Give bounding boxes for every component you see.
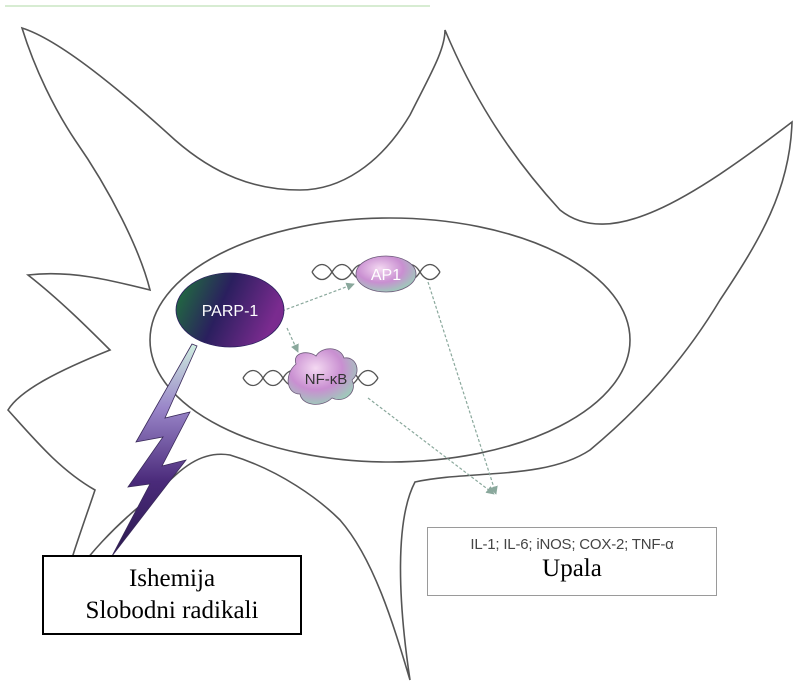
trigger-box: Ishemija Slobodni radikali xyxy=(42,555,302,635)
mediators-list: IL-1; IL-6; iNOS; COX-2; TNF-α xyxy=(428,536,716,553)
ap1-node: AP1 xyxy=(356,256,416,292)
parp1-node: PARP-1 xyxy=(176,273,284,347)
parp1-label: PARP-1 xyxy=(202,303,259,320)
trigger-line-1: Ishemija xyxy=(44,563,300,595)
nfkb-label: NF-κB xyxy=(305,371,348,388)
outcome-label: Upala xyxy=(428,553,716,585)
ap1-label: AP1 xyxy=(371,267,401,284)
trigger-line-2: Slobodni radikali xyxy=(44,595,300,627)
outcome-box: IL-1; IL-6; iNOS; COX-2; TNF-α Upala xyxy=(427,527,717,596)
